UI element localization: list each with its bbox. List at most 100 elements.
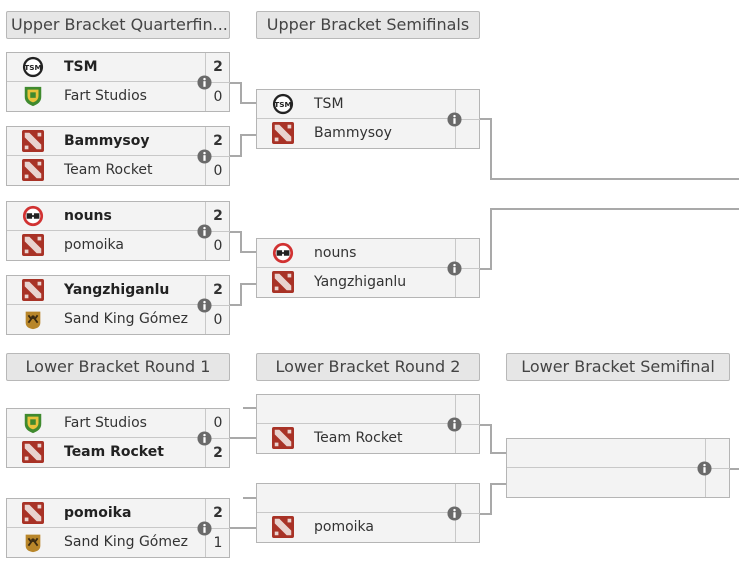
dota-logo [271,271,295,293]
team-score: 2 [213,505,223,521]
team-name: Fart Studios [64,415,147,431]
match-ub-sf-1[interactable]: TSM Bammysoy [256,89,480,149]
team-name: Team Rocket [64,444,164,460]
match-ub-qf-1[interactable]: TSM Fart Studios 2 0 [6,52,230,112]
info-icon[interactable] [197,298,212,313]
dota-logo [271,427,295,449]
header-upper-semifinals: Upper Bracket Semifinals [256,11,480,39]
team-row[interactable]: pomoika [7,231,205,260]
team-name: nouns [314,245,357,261]
team-name: Fart Studios [64,88,147,104]
team-row[interactable]: TSM [257,90,455,119]
header-upper-quarterfinals: Upper Bracket Quarterfin... [6,11,230,39]
info-icon[interactable] [697,461,712,476]
connector-line [240,134,256,136]
team-name: pomoika [314,519,374,535]
team-row[interactable] [507,468,705,497]
team-row[interactable]: Team Rocket [7,156,205,185]
team-score: 2 [206,438,230,467]
team-row[interactable]: Fart Studios [7,409,205,438]
connector-line [480,268,492,270]
team-row[interactable]: Yangzhiganlu [257,268,455,297]
team-name: Yangzhiganlu [314,274,407,290]
nouns-logo [21,205,45,227]
team-name: Bammysoy [64,133,150,149]
connector-line [490,208,492,270]
team-score: 2 [213,133,223,149]
team-name: pomoika [64,505,132,521]
team-name: Team Rocket [64,162,153,178]
team-row[interactable] [257,395,455,424]
dota-logo [21,159,45,181]
info-icon[interactable] [447,417,462,432]
team-row[interactable]: Sand King Gómez [7,528,205,557]
connector-line [490,483,492,515]
team-row[interactable]: Sand King Gómez [7,305,205,334]
team-row[interactable]: Yangzhiganlu [7,276,205,305]
team-score [456,119,480,148]
team-score: 2 [213,282,223,298]
connector-line [230,437,256,439]
team-row[interactable]: pomoika [257,513,455,542]
connector-line [230,82,242,84]
match-lb-sf[interactable] [506,438,730,498]
team-score [706,468,730,497]
team-row[interactable]: TSM [7,53,205,82]
connector-line [490,452,506,454]
team-name: TSM [314,96,344,112]
info-icon[interactable] [447,261,462,276]
team-score: 0 [206,156,230,185]
sand-king-logo [21,531,45,553]
info-icon[interactable] [197,431,212,446]
dota-logo [21,279,45,301]
connector-line [490,118,492,180]
team-score: 0 [206,82,230,111]
header-lower-round2: Lower Bracket Round 2 [256,353,480,381]
connector-line [240,231,242,253]
info-icon[interactable] [197,149,212,164]
dota-logo [271,122,295,144]
info-icon[interactable] [197,75,212,90]
team-row[interactable]: Bammysoy [257,119,455,148]
connector-line [243,497,256,499]
team-name: Bammysoy [314,125,392,141]
connector-line [490,424,492,454]
match-lb-r2-1[interactable]: Team Rocket [256,394,480,454]
tsm-logo [271,93,295,115]
connector-line [230,231,242,233]
info-icon[interactable] [447,112,462,127]
connector-line [480,118,492,120]
team-row[interactable] [507,439,705,468]
team-row[interactable]: nouns [257,239,455,268]
connector-line [240,134,242,157]
team-row[interactable]: Bammysoy [7,127,205,156]
team-row[interactable] [257,484,455,513]
info-icon[interactable] [197,224,212,239]
nouns-logo [271,242,295,264]
dota-logo [21,502,45,524]
team-row[interactable]: pomoika [7,499,205,528]
team-row[interactable]: nouns [7,202,205,231]
team-score: 2 [213,59,223,75]
fart-studios-logo [21,412,45,434]
info-icon[interactable] [447,506,462,521]
match-lb-r2-2[interactable]: pomoika [256,483,480,543]
team-score [456,513,480,542]
team-score [456,424,480,453]
team-score: 0 [213,415,223,431]
team-row[interactable]: Team Rocket [257,424,455,453]
team-name: Yangzhiganlu [64,282,170,298]
info-icon[interactable] [197,521,212,536]
team-name: pomoika [64,237,124,253]
team-score: 1 [206,528,230,557]
dota-logo [21,234,45,256]
team-row[interactable]: Team Rocket [7,438,205,467]
sand-king-logo [21,308,45,330]
team-row[interactable]: Fart Studios [7,82,205,111]
